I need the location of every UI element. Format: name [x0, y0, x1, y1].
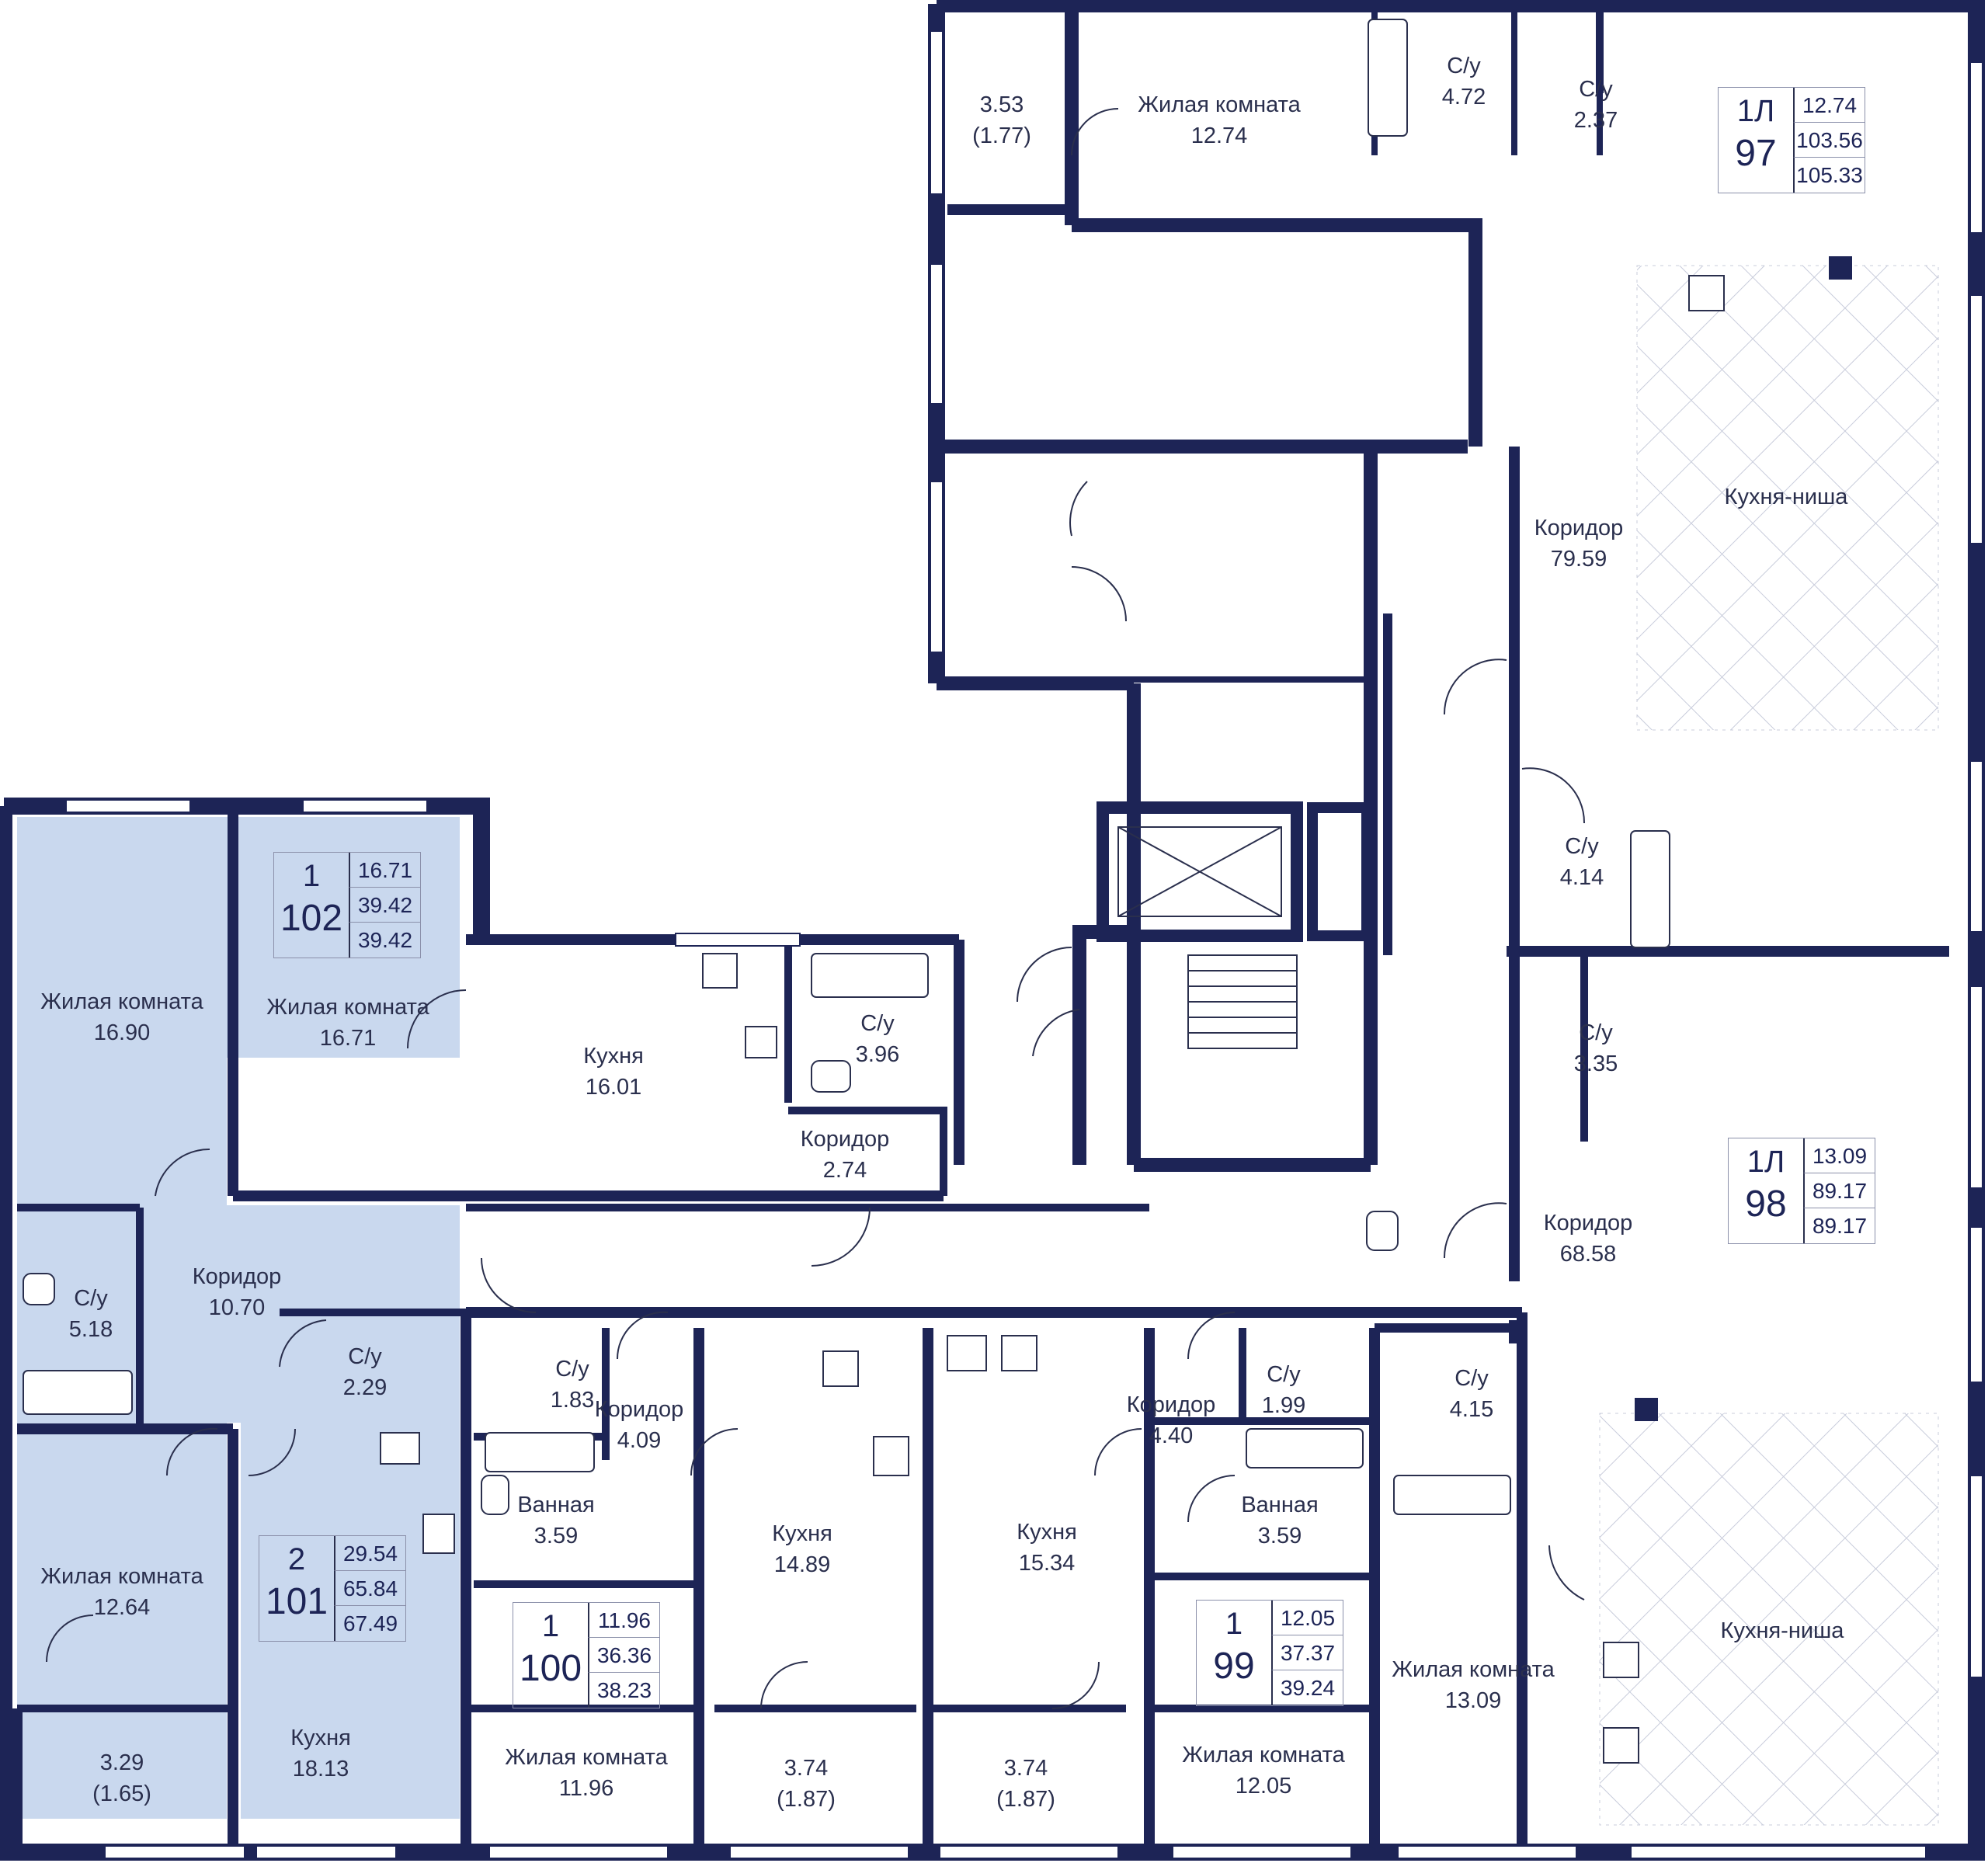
- area: 103.56: [1793, 123, 1865, 158]
- living-area: 16.71: [349, 853, 420, 888]
- total-area: 39.24: [1271, 1670, 1343, 1705]
- room-balcony-100: 3.74(1.87): [777, 1756, 836, 1812]
- apartment-type: 1Л: [1746, 1145, 1785, 1179]
- room-balcony-99: 3.74(1.87): [996, 1756, 1055, 1812]
- doors: [46, 108, 1586, 1709]
- living-area: 13.09: [1803, 1138, 1875, 1173]
- kitchen-niche-97-hatch: [1636, 265, 1939, 731]
- apartment-number: 102: [280, 898, 343, 939]
- kitchen-niche-98-hatch: [1599, 1413, 1939, 1826]
- room-balcony-101: 3.29(1.65): [92, 1750, 151, 1806]
- living-area: 12.05: [1271, 1601, 1343, 1635]
- total-area: 38.23: [588, 1673, 659, 1708]
- apartment-tag-99[interactable]: 1 12.05 99 37.37 39.24: [1196, 1600, 1343, 1706]
- apartment-type: 2: [287, 1542, 306, 1576]
- living-area: 11.96: [588, 1603, 659, 1638]
- total-area: 39.42: [349, 923, 420, 958]
- columns: [1635, 256, 1852, 1421]
- apartment-tag-98[interactable]: 1Л 13.09 98 89.17 89.17: [1728, 1138, 1875, 1244]
- apartment-number: 101: [265, 1581, 328, 1622]
- apartment-tag-97[interactable]: 1Л 12.74 97 103.56 105.33: [1718, 87, 1865, 193]
- apartment-number: 98: [1745, 1183, 1787, 1225]
- area: 37.37: [1271, 1635, 1343, 1670]
- area: 89.17: [1803, 1173, 1875, 1208]
- area: 65.84: [334, 1571, 405, 1606]
- fixtures: [23, 19, 1725, 1764]
- apartment-tag-100[interactable]: 1 11.96 100 36.36 38.23: [513, 1602, 660, 1708]
- staircase: [1117, 826, 1298, 1049]
- total-area: 105.33: [1793, 158, 1865, 193]
- room-balcony-97: 3.53(1.77): [972, 92, 1031, 148]
- apartment-tag-102[interactable]: 1 16.71 102 39.42 39.42: [273, 852, 421, 958]
- living-area: 29.54: [334, 1536, 405, 1571]
- room-kitchen-niche-97: Кухня-ниша: [1724, 485, 1848, 509]
- windows: [65, 30, 1983, 1859]
- apartment-type: 1Л: [1736, 94, 1775, 128]
- living-area: 12.74: [1793, 88, 1865, 123]
- apartment-number: 97: [1735, 133, 1777, 174]
- apartment-number: 99: [1213, 1646, 1255, 1687]
- apartment-number: 100: [519, 1648, 582, 1689]
- apartment-tag-101[interactable]: 2 29.54 101 65.84 67.49: [259, 1535, 406, 1642]
- area: 39.42: [349, 888, 420, 923]
- apartment-type: 1: [541, 1609, 560, 1643]
- area: 36.36: [588, 1638, 659, 1673]
- total-area: 67.49: [334, 1606, 405, 1641]
- apartment-type: 1: [302, 859, 321, 893]
- total-area: 89.17: [1803, 1208, 1875, 1243]
- room-kitchen-niche-98: Кухня-ниша: [1720, 1618, 1844, 1643]
- apartment-type: 1: [1225, 1607, 1243, 1641]
